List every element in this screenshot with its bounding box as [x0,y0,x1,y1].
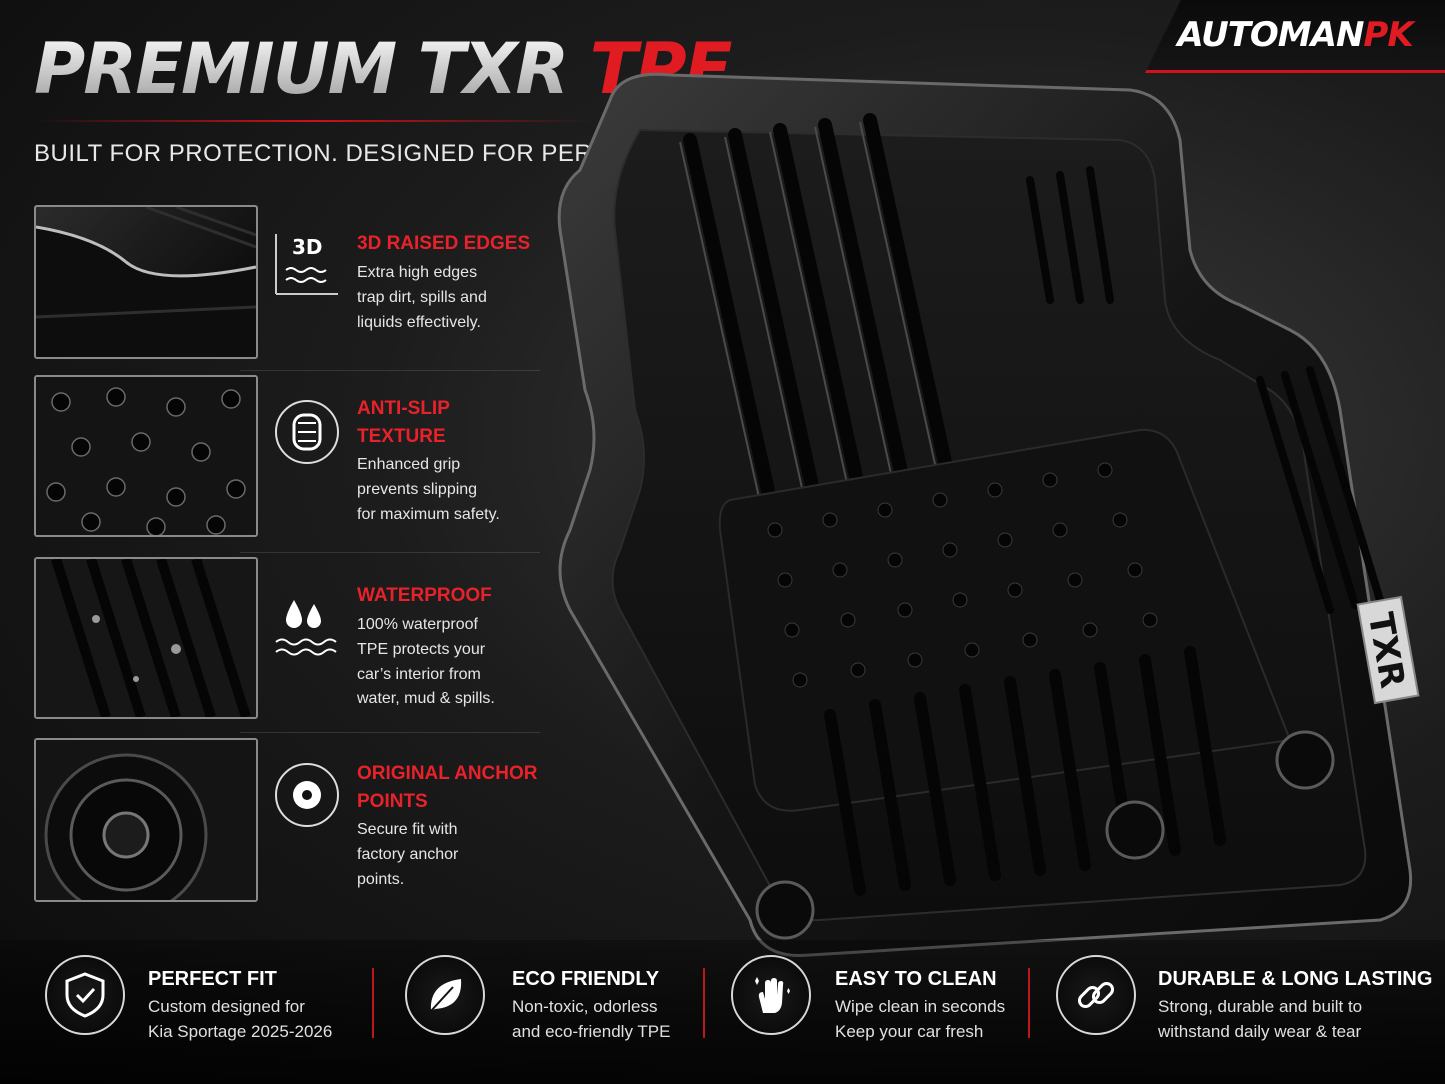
3d-icon-label: 3D [292,235,323,259]
headline: PREMIUM TXR TPE [34,34,732,104]
brand-name-main: AUTOMAN [1177,15,1364,55]
tire-tread-icon [272,397,342,467]
chain-link-icon [1056,955,1136,1035]
feature-thumb-anchor [34,738,258,902]
clean-hand-icon [731,955,811,1035]
headline-underline [34,120,594,122]
brand-logo: AUTOMANPK [1145,0,1445,73]
benefit-separator [1028,968,1030,1038]
feature-title: WATERPROOF [357,585,492,606]
floor-mat-image: TXR [557,72,1420,958]
feature-divider [240,552,540,553]
benefit-separator [372,968,374,1038]
benefit-separator [703,968,705,1038]
feature-thumb-edges [34,205,258,359]
benefits-bar [0,940,1445,1084]
anchor-point-icon [272,760,342,830]
benefit-title: DURABLE & LONG LASTING [1158,968,1433,990]
feature-thumb-water [34,557,258,719]
shield-icon [45,955,125,1035]
leaf-icon [405,955,485,1035]
brand-name: AUTOMANPK [1177,15,1413,55]
benefit-title: ECO FRIENDLY [512,968,660,990]
benefit-title: EASY TO CLEAN [835,968,997,990]
brand-name-accent: PK [1363,15,1413,55]
feature-divider [240,732,540,733]
headline-part1: PREMIUM TXR [34,28,590,110]
feature-thumb-texture [34,375,258,537]
feature-title: 3D RAISED EDGES [357,233,531,254]
water-drops-icon [272,592,342,662]
benefit-title: PERFECT FIT [148,968,277,990]
3d-waves-icon: 3D [272,230,342,300]
feature-divider [240,370,540,371]
